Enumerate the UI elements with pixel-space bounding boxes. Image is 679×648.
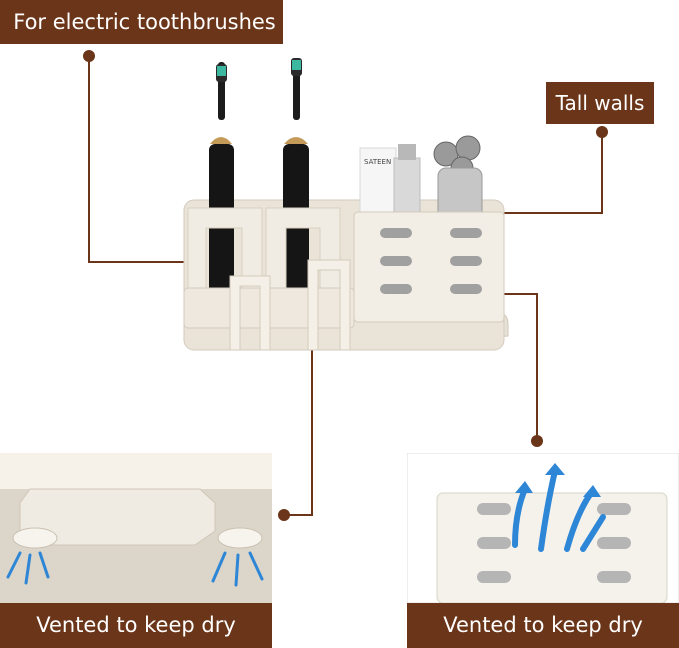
- leader-dot-vent-left-end: [278, 509, 290, 521]
- package-text: SATEEN: [364, 158, 391, 166]
- airflow-arrows-left: [6, 551, 264, 587]
- toothbrush-right: [283, 58, 309, 322]
- leader-dot-vent-right-end: [531, 435, 543, 447]
- callout-vented-right-text: Vented to keep dry: [443, 613, 643, 637]
- leader-line-vent-left-v: [311, 339, 313, 515]
- callout-vented-left-text: Vented to keep dry: [36, 613, 236, 637]
- vent-detail-left: [0, 453, 272, 603]
- callout-toothbrushes-text: For electric toothbrushes: [13, 10, 276, 34]
- cup-contents: SATEEN: [359, 135, 483, 221]
- storage-cup: [353, 211, 505, 323]
- callout-toothbrushes: For electric toothbrushes: [0, 0, 283, 44]
- leader-line-walls-h: [497, 212, 603, 214]
- product-illustration: SATEEN: [183, 58, 509, 351]
- hook-left: [229, 275, 271, 351]
- hook-right: [307, 259, 351, 351]
- leader-line-toothbrushes-v: [88, 56, 90, 262]
- callout-vented-right: Vented to keep dry: [407, 602, 679, 648]
- callout-vented-left: Vented to keep dry: [0, 602, 272, 648]
- callout-tall-walls-text: Tall walls: [555, 91, 645, 115]
- vent-detail-right: [407, 453, 679, 603]
- callout-tall-walls: Tall walls: [546, 82, 654, 124]
- leader-line-toothbrushes-h: [88, 261, 196, 263]
- leader-line-vent-left-h: [285, 514, 313, 516]
- leader-line-walls-v: [601, 132, 603, 214]
- leader-line-vent-right-v: [536, 293, 538, 439]
